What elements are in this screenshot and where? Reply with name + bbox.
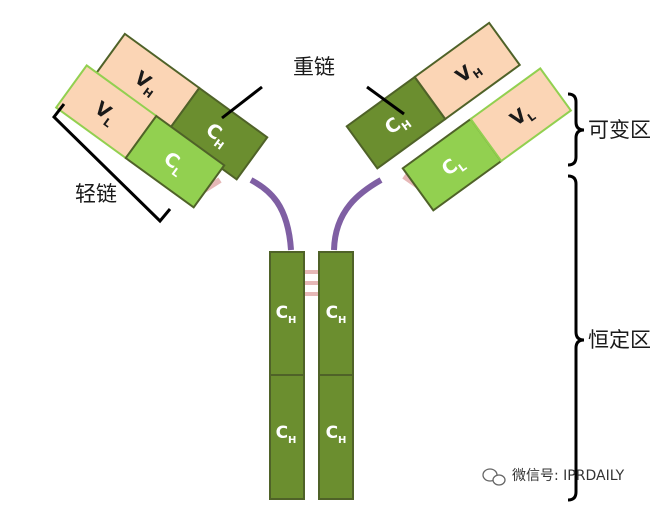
right-vh-domain [413,21,522,121]
left-ch3-label: CH [276,423,297,446]
heavy-chain-pointer-right [366,85,405,116]
heavy-chain-label: 重链 [293,55,335,79]
left-hinge [249,177,294,251]
constant-region-brace [567,174,585,502]
left-ch2-domain [269,251,305,376]
light-chain-bracket [52,103,172,224]
variable-region-label: 可变区 [588,118,651,142]
light-chain-label: 轻链 [75,182,117,206]
left-heavy-arm: VH CH [92,32,269,181]
right-ch3-label: CH [326,423,347,446]
heavy-chain-pointer-left [221,85,263,120]
left-light-arm: VL CL [54,64,226,209]
right-light-arm: CL VL [401,67,573,212]
right-ch3-domain [318,374,354,500]
right-heavy-arm: CH VH [345,21,522,170]
fc-stem: CH CH CH CH [269,251,354,500]
right-ch2-domain [318,251,354,376]
variable-region-brace [567,92,585,167]
left-cl-domain [124,114,226,209]
wechat-watermark: 微信号: IPRDAILY [482,468,625,486]
watermark-text: 微信号: IPRDAILY [512,468,625,484]
left-ch3-domain [269,374,305,500]
constant-region-label: 恒定区 [588,328,651,352]
right-vl-domain [469,67,573,163]
left-ch2-label: CH [276,303,297,326]
right-hinge [331,177,383,251]
wechat-icon [482,468,506,486]
right-ch2-label: CH [326,303,347,326]
